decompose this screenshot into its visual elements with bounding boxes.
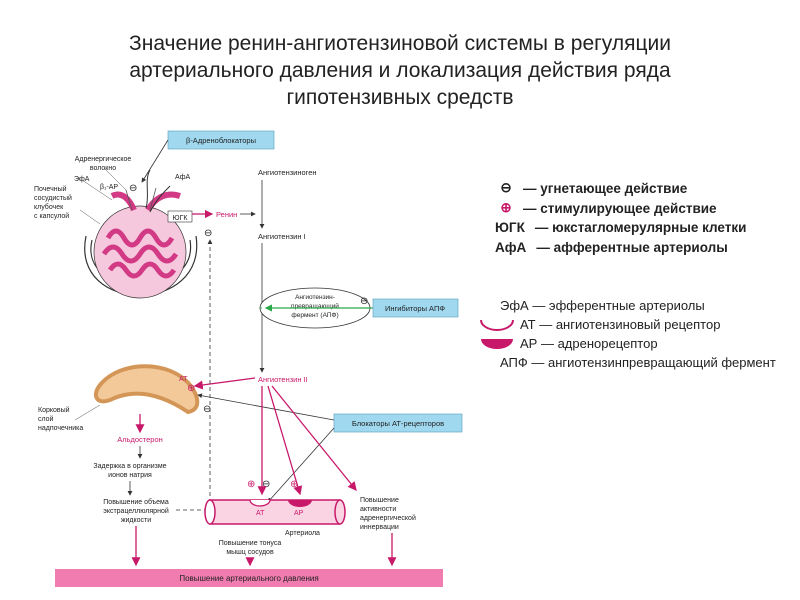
minus-legend-icon: ⊖ [500, 180, 512, 195]
adrenergic-label-1: Повышение [360, 497, 399, 504]
ace-label-3: фермент (АПФ) [291, 312, 338, 319]
page-title: Значение ренин-ангиотензиновой системы в… [40, 30, 760, 111]
legend-text: АТ — ангиотензиновый рецептор [520, 317, 721, 332]
title-line-2: артериального давления и локализация дей… [129, 59, 671, 82]
title-line-1: Значение ренин-ангиотензиновой системы в… [129, 32, 671, 55]
adrenal-cortex [93, 364, 200, 415]
plus-adrenal-icon: ⊕ [187, 383, 195, 394]
cortex-label-1: Корковый [38, 406, 70, 414]
legend-text: — стимулирующее действие [523, 200, 717, 216]
ace-label-1: Ангиотензин- [295, 294, 335, 301]
arteriole-vessel [204, 499, 346, 525]
jgk-label: ЮГК [173, 215, 189, 222]
at-adrenal-label: АТ [179, 376, 188, 383]
beta1-ar-label: β₁-АР [100, 184, 118, 191]
at-receptor-icon [480, 319, 514, 331]
angiotensin-2-label: Ангиотензин II [258, 375, 308, 384]
legend-item-stimulating: ⊕ — стимулирующее действие [495, 200, 717, 216]
arteriole-label: Артериола [285, 530, 320, 537]
adrenergic-label-3: адренергической [360, 514, 416, 522]
glomerulus-label-4: с капсулой [34, 212, 69, 220]
aldosterone-label: Альдостерон [117, 435, 163, 444]
angiotensin-1-label: Ангиотензин I [258, 232, 306, 241]
plus-vessel-ar-icon: ⊕ [290, 479, 298, 490]
legend-item-efa: ЭфА — эфферентные артериолы [500, 298, 705, 313]
legend-item-ar: АР — адренорецептор [478, 336, 658, 351]
minus-vessel-icon: ⊖ [262, 479, 270, 490]
tone-label-2: мышц сосудов [226, 549, 274, 556]
legend-symbol: ЮГК [495, 220, 525, 235]
angiotensinogen-label: Ангиотензиноген [258, 168, 317, 177]
title-line-3: гипотензивных средств [286, 86, 514, 109]
at-blockers-label: Блокаторы АТ-рецепторов [352, 419, 444, 428]
legend-text: — юкстагломерулярные клетки [534, 220, 747, 235]
jgk-box [167, 210, 193, 223]
glomerulus-label-3: клубочек [34, 203, 64, 211]
volume-label-2: экстрацеллюлярной [103, 507, 169, 515]
volume-label-1: Повышение объема [103, 498, 169, 506]
plus-legend-icon: ⊕ [500, 200, 512, 215]
adrenoreceptor-icon [481, 338, 513, 349]
cortex-label-2: слой [38, 415, 54, 423]
legend-item-jgk: ЮГК — юкстагломерулярные клетки [495, 220, 746, 235]
legend-text: ЭфА — эфферентные артериолы [500, 298, 705, 313]
legend-text: — афферентные артериолы [536, 240, 728, 255]
ace-label-2: превращающий [291, 302, 339, 310]
cortex-label-3: надпочечника [38, 425, 83, 432]
kidney-glomerulus [84, 169, 198, 299]
glomerulus-label-1: Почечный [34, 185, 67, 193]
efa-label: ЭфА [74, 176, 90, 183]
legend-item-afa: АфА — афферентные артериолы [495, 240, 728, 255]
bp-increase-label: Повышение артериального давления [179, 574, 318, 583]
legend-symbol: АфА [495, 240, 527, 255]
adrenergic-label-2: активности [360, 506, 396, 513]
volume-label-3: жидкости [121, 517, 151, 524]
glomerulus-label-2: сосудистый [34, 194, 72, 202]
ace-inhibitors-label: Ингибиторы АПФ [385, 304, 445, 313]
legend-text: АР — адренорецептор [520, 336, 658, 351]
adrenergic-fiber-label-2: волокно [90, 165, 116, 172]
legend-text: АПФ — ангиотензинпревращающий фермент [500, 355, 776, 370]
minus-beta-icon: ⊖ [129, 183, 137, 194]
adrenergic-label-4: иннервации [360, 524, 399, 531]
afa-label: АфА [175, 174, 191, 181]
legend-item-inhibiting: ⊖ — угнетающее действие [495, 180, 687, 196]
ace-inhibitors-box [372, 298, 459, 318]
minus-adrenal-icon: ⊖ [203, 404, 211, 415]
sodium-label-2: ионов натрия [108, 472, 152, 479]
vessel-ar-label: АР [294, 510, 304, 517]
legend-text: — угнетающее действие [523, 180, 688, 196]
minus-ace-icon: ⊖ [360, 296, 368, 307]
plus-vessel-at-icon: ⊕ [247, 479, 255, 490]
legend-item-at: АТ — ангиотензиновый рецептор [478, 317, 720, 332]
bp-increase-bar [55, 569, 443, 587]
vessel-at-label: АТ [256, 510, 265, 517]
renin-label: Ренин [216, 210, 237, 219]
legend-item-ace: АПФ — ангиотензинпревращающий фермент [500, 355, 776, 370]
adrenergic-fiber-label-1: Адренергическое [75, 156, 132, 163]
tone-label-1: Повышение тонуса [219, 540, 282, 547]
at-blockers-box [333, 413, 463, 433]
sodium-label-1: Задержка в организме [93, 463, 166, 470]
beta-blockers-label: β-Адреноблокаторы [186, 136, 256, 145]
minus-renin-icon: ⊖ [204, 228, 212, 239]
